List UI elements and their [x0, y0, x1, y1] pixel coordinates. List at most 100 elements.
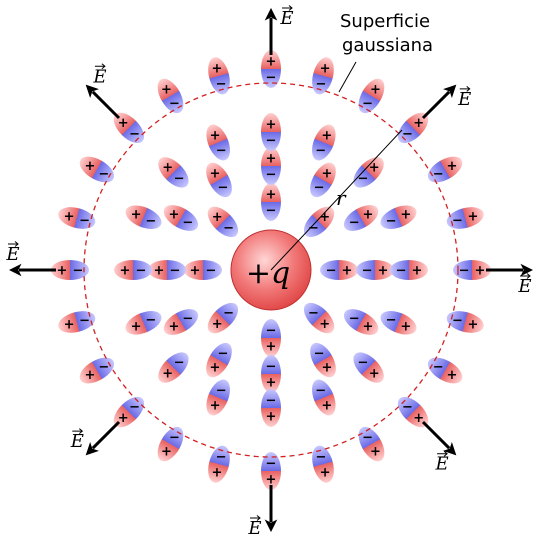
dipole-body [453, 260, 491, 280]
dipole-minus-sign: − [349, 312, 360, 327]
dipole-plus-sign: + [363, 319, 374, 334]
dipole-plus-sign: + [161, 445, 172, 460]
dipole-body [163, 309, 199, 335]
field-arrow: E [5, 241, 56, 277]
dipole-minus-sign: − [386, 214, 397, 229]
dipole-minus-sign: − [216, 143, 227, 158]
dipole-minus-sign: − [266, 360, 277, 375]
dipole-plus-sign: + [447, 368, 458, 383]
dipole-plus-sign: + [342, 264, 353, 279]
central-charge-label: +q [246, 256, 290, 291]
dipole-plus-sign: + [400, 319, 411, 334]
dipole-plus-sign: + [131, 319, 142, 334]
field-label: E [279, 8, 293, 29]
field-arrow-shaft [421, 420, 457, 456]
field-vector-mark [437, 450, 448, 457]
dipole-minus-sign: − [73, 264, 84, 279]
dipole-plus-sign: + [322, 361, 333, 376]
dipole: −+ [310, 162, 336, 198]
dipole-minus-sign: − [452, 313, 463, 328]
dipole-body [261, 50, 281, 88]
dipole-plus-sign: + [370, 82, 381, 97]
dipole-body [79, 156, 115, 183]
dipole-plus-sign: + [118, 411, 129, 426]
field-arrow-shaft [85, 420, 121, 456]
dipole-minus-sign: − [98, 167, 109, 182]
field-vector-mark [282, 5, 293, 11]
dipole: −+ [261, 183, 281, 221]
dipole-body [446, 311, 484, 333]
dipole-minus-sign: − [358, 355, 369, 370]
dipole: −+ [79, 156, 115, 183]
dipole-minus-sign: − [433, 360, 444, 375]
field-arrow: E [486, 263, 534, 297]
dipole: −+ [206, 342, 232, 378]
field-arrow: E [70, 420, 121, 456]
field-arrow: E [85, 63, 121, 120]
dipole-plus-sign: + [321, 398, 332, 413]
dipole-body [206, 124, 230, 161]
dipole-body [261, 183, 281, 221]
dipole-plus-sign: + [162, 160, 173, 175]
dipole: −+ [113, 396, 145, 428]
dipole-body [51, 260, 89, 280]
dipole: −+ [427, 357, 463, 384]
field-label: E [92, 66, 106, 87]
dipole-body [206, 162, 232, 198]
dipole: −+ [261, 355, 281, 393]
dipole: −+ [380, 311, 417, 335]
dipole-body [310, 342, 336, 378]
dipole: −+ [358, 426, 385, 462]
dipole-body [390, 260, 428, 280]
dipole-body [207, 206, 239, 238]
dipole-minus-sign: − [396, 264, 407, 279]
dipole: −+ [261, 319, 281, 357]
dipole-body [427, 357, 463, 384]
dipole: −+ [343, 309, 379, 335]
dipole: −+ [390, 260, 428, 280]
dipole-body [397, 396, 429, 428]
dipole-body [343, 309, 379, 335]
dipole-plus-sign: + [210, 129, 221, 144]
dipole: −+ [58, 311, 96, 333]
field-vector-mark [459, 86, 471, 92]
dipole-plus-sign: + [266, 152, 277, 167]
dipole: −+ [208, 57, 230, 95]
dipole-body [343, 205, 379, 231]
dipole-minus-sign: − [79, 214, 90, 229]
dipole-body [261, 319, 281, 357]
dipole: −+ [206, 379, 230, 416]
dipole: −+ [157, 426, 184, 462]
dipole-body [261, 452, 281, 490]
dipole-plus-sign: + [154, 264, 165, 279]
dipole: −+ [79, 357, 115, 384]
dipole-body [356, 260, 394, 280]
dipole: −+ [397, 112, 429, 144]
dipole: −+ [427, 156, 463, 183]
dipole-minus-sign: − [266, 167, 277, 182]
dipole-body [353, 352, 384, 383]
dipole-minus-sign: − [98, 360, 109, 375]
gaussian-surface-callout: Superficie gaussiana [338, 11, 433, 93]
dipole-plus-sign: + [467, 209, 478, 224]
dipole-body [358, 426, 385, 462]
dipole-minus-sign: − [216, 384, 227, 399]
dipole-plus-sign: + [378, 264, 389, 279]
dipole-plus-sign: + [85, 159, 96, 174]
dipole-minus-sign: − [362, 431, 373, 446]
dipole-minus-sign: − [433, 167, 444, 182]
dipole-body [58, 311, 96, 333]
dipole: −+ [356, 260, 394, 280]
radius-line [270, 129, 403, 271]
field-vector-mark [94, 63, 106, 70]
dipole-body [113, 396, 145, 428]
dipole-plus-sign: + [169, 319, 180, 334]
dipole-minus-sign: − [216, 450, 227, 465]
dipole: −+ [207, 302, 239, 334]
dipole-minus-sign: − [314, 180, 325, 195]
dipole: −+ [453, 260, 491, 280]
field-arrow: E [247, 485, 278, 539]
gaussian-surface-label-line2: gaussiana [342, 35, 433, 56]
dipole: −+ [261, 50, 281, 88]
dipole: −+ [206, 124, 230, 161]
